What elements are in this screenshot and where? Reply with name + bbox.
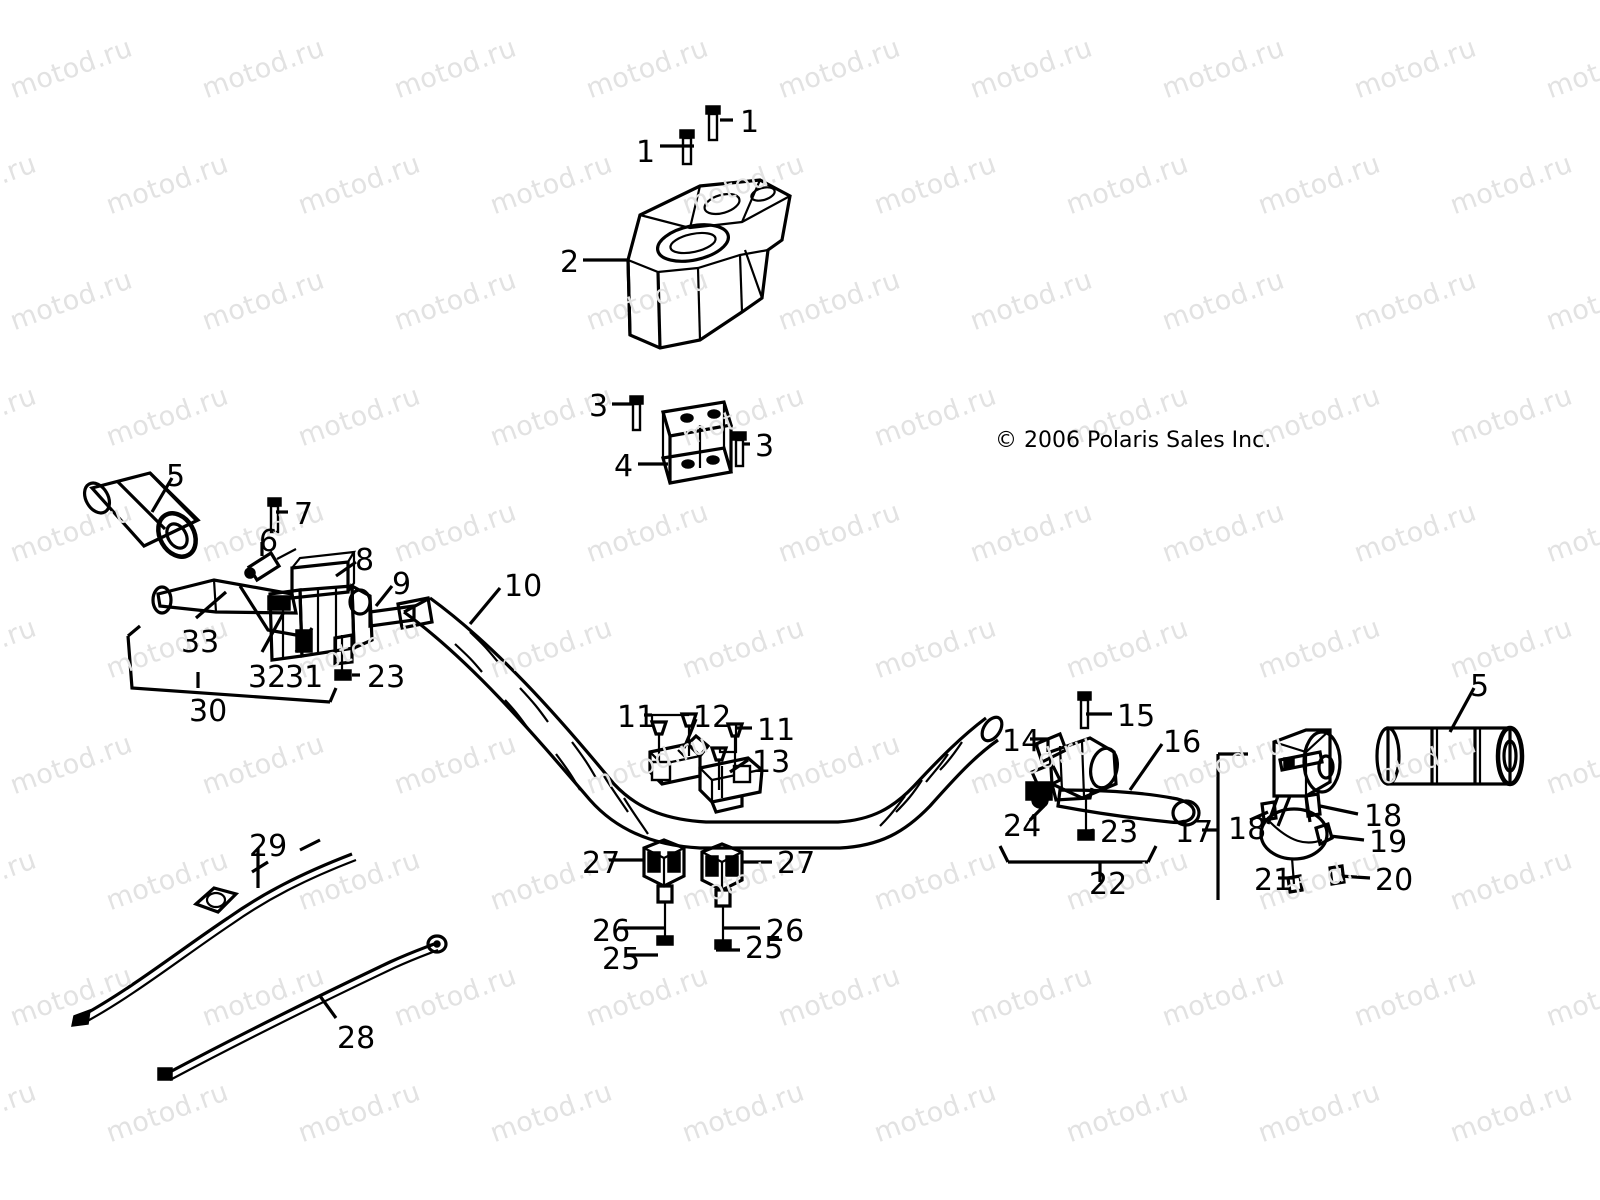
callout-30[interactable]: 30 <box>189 694 228 729</box>
part-26-25-fasteners <box>656 902 732 950</box>
part-33-left-lever <box>151 578 298 637</box>
part-1-screws <box>679 105 721 166</box>
callout-17[interactable]: 17 <box>1175 815 1214 850</box>
part-28-clutch-cable <box>157 934 448 1081</box>
part-19-21-throttle-drum <box>1259 807 1334 861</box>
part-27-clamp-right <box>700 842 744 908</box>
callout-22[interactable]: 22 <box>1089 867 1128 902</box>
part-23-screw-right <box>1077 796 1095 841</box>
callout-1[interactable]: 1 <box>740 105 760 140</box>
part-3-screws <box>629 395 747 468</box>
callout-25[interactable]: 25 <box>602 942 641 977</box>
callout-2[interactable]: 2 <box>560 245 580 280</box>
callout-5[interactable]: 5 <box>1470 669 1490 704</box>
callout-6[interactable]: 6 <box>259 524 279 559</box>
callout-25[interactable]: 25 <box>745 931 784 966</box>
callout-27[interactable]: 27 <box>777 846 816 881</box>
part-7-screw <box>267 497 282 534</box>
part-9-bar-stub <box>396 596 434 630</box>
part-27-clamp-left <box>642 838 686 904</box>
callout-28[interactable]: 28 <box>337 1021 376 1056</box>
callout-12[interactable]: 12 <box>693 700 732 735</box>
callout-33[interactable]: 33 <box>181 625 220 660</box>
callout-16[interactable]: 16 <box>1163 725 1202 760</box>
callout-1[interactable]: 1 <box>636 135 656 170</box>
callout-26[interactable]: 26 <box>592 914 631 949</box>
callout-18[interactable]: 18 <box>1228 812 1267 847</box>
callout-31[interactable]: 31 <box>285 660 324 695</box>
part-29-throttle-cable <box>71 838 357 1027</box>
callout-23[interactable]: 23 <box>367 660 406 695</box>
callout-24[interactable]: 24 <box>1003 809 1042 844</box>
part-15-screw-right <box>1077 691 1092 730</box>
callout-9[interactable]: 9 <box>392 567 412 602</box>
callout-20[interactable]: 20 <box>1375 863 1414 898</box>
callout-19[interactable]: 19 <box>1369 825 1408 860</box>
callout-15[interactable]: 15 <box>1117 699 1156 734</box>
callout-10[interactable]: 10 <box>504 569 543 604</box>
callout-32[interactable]: 32 <box>248 660 287 695</box>
callout-29[interactable]: 29 <box>249 829 288 864</box>
copyright-notice: © 2006 Polaris Sales Inc. <box>995 428 1272 453</box>
callout-leader-lines <box>126 118 1476 1019</box>
callout-21[interactable]: 21 <box>1254 863 1293 898</box>
callout-8[interactable]: 8 <box>355 543 375 578</box>
callout-26[interactable]: 26 <box>766 914 805 949</box>
part-14-master-cylinder-right <box>1048 736 1119 802</box>
callout-5[interactable]: 5 <box>166 459 186 494</box>
part-23-screw-left <box>334 635 352 681</box>
callout-13[interactable]: 13 <box>752 745 791 780</box>
part-5-right-grip <box>1375 725 1525 787</box>
callout-23[interactable]: 23 <box>1100 815 1139 850</box>
callout-4[interactable]: 4 <box>614 449 634 484</box>
part-5-left-grip <box>82 471 201 559</box>
callout-3[interactable]: 3 <box>755 429 775 464</box>
part-12-13-switch-housings <box>648 733 764 814</box>
callout-27[interactable]: 27 <box>582 846 621 881</box>
callout-7[interactable]: 7 <box>294 497 314 532</box>
callout-3[interactable]: 3 <box>589 389 609 424</box>
part-4-mounting-bracket <box>660 400 734 485</box>
callout-11[interactable]: 11 <box>617 700 656 735</box>
part-2-console-housing <box>626 178 792 350</box>
part-6-pivot-bolt <box>244 548 297 583</box>
part-16-brake-lever-right <box>1056 788 1201 827</box>
part-24-perch <box>1025 731 1069 809</box>
callout-11[interactable]: 11 <box>757 713 796 748</box>
callout-18[interactable]: 18 <box>1364 799 1403 834</box>
callout-14[interactable]: 14 <box>1002 724 1041 759</box>
